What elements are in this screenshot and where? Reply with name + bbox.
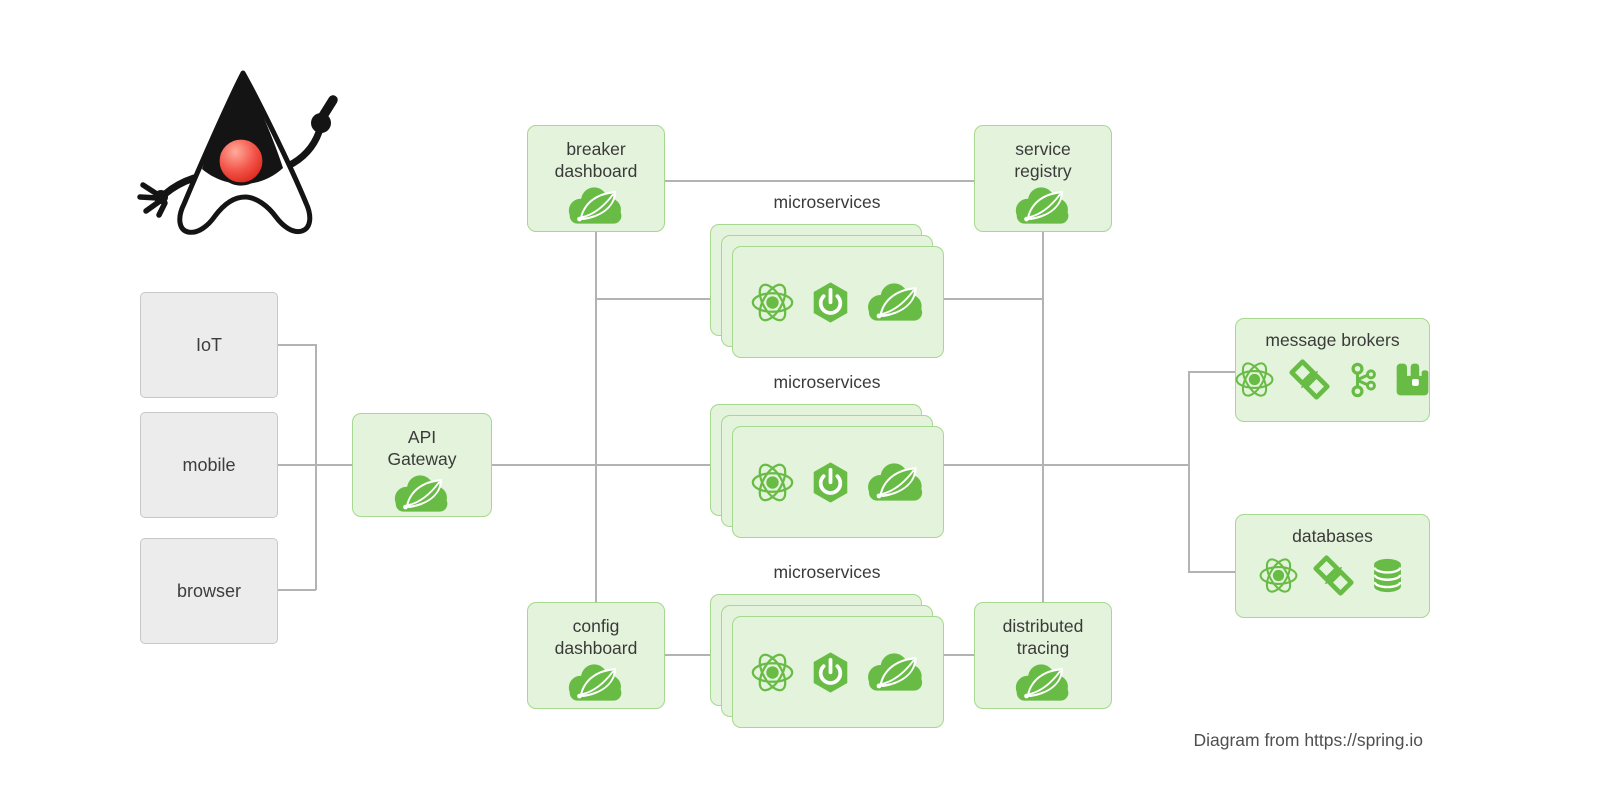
connector-stack3-right: [944, 654, 974, 656]
client-label-browser: browser: [176, 580, 242, 601]
spring-integration-icon: [1288, 358, 1331, 401]
spring-boot-icon: [809, 651, 852, 694]
microservices-label-2: microservices: [773, 372, 881, 392]
service-registry-label-line2: registry: [1014, 160, 1072, 181]
spring-cloud-atom-icon: [750, 460, 795, 505]
message-brokers-box: message brokers: [1235, 318, 1430, 422]
connector-stack2-right: [944, 464, 1189, 466]
client-label-iot: IoT: [195, 334, 222, 355]
breaker-dashboard-label-line1: breaker: [566, 139, 626, 159]
distributed-tracing-label-line2: tracing: [1016, 637, 1070, 658]
database-icon: [1368, 556, 1407, 595]
client-box-mobile: mobile: [140, 412, 278, 518]
databases-box: databases: [1235, 514, 1430, 618]
databases-label: databases: [1292, 526, 1373, 546]
message-brokers-label: message brokers: [1265, 330, 1400, 350]
spring-cloud-atom-icon: [750, 280, 795, 325]
config-dashboard-box: config dashboard: [527, 602, 665, 709]
api-gateway-box: API Gateway: [352, 413, 492, 517]
spring-cloud-leaf-icon: [1014, 663, 1072, 703]
kafka-icon: [1344, 362, 1380, 398]
connector-stack1-right: [944, 298, 1042, 300]
microservices-label-3: microservices: [773, 562, 881, 582]
client-box-browser: browser: [140, 538, 278, 644]
breaker-dashboard-label-line2: dashboard: [554, 160, 638, 181]
spring-cloud-leaf-icon: [567, 663, 625, 703]
spring-cloud-leaf-icon: [567, 186, 625, 226]
distributed-tracing-box: distributed tracing: [974, 602, 1112, 709]
spring-integration-icon: [1312, 554, 1355, 597]
config-dashboard-label-line2: dashboard: [554, 637, 638, 658]
connector-stack1-left: [595, 298, 710, 300]
rabbitmq-icon: [1393, 360, 1432, 399]
connector-databases-stub: [1188, 571, 1235, 573]
spring-cloud-leaf-icon: [866, 282, 926, 323]
connector-gateway-stack2: [492, 464, 732, 466]
connector-mobile-gateway: [278, 464, 352, 466]
spring-cloud-atom-icon: [1234, 359, 1275, 400]
connector-breaker-config-vertical: [595, 232, 597, 602]
service-registry-label-line1: service: [1015, 139, 1071, 159]
connector-brokers-stub: [1188, 371, 1235, 373]
breaker-dashboard-box: breaker dashboard: [527, 125, 665, 232]
spring-boot-icon: [809, 281, 852, 324]
microservice-card-front: [732, 426, 944, 538]
config-dashboard-label-line1: config: [572, 616, 620, 636]
client-label-mobile: mobile: [182, 454, 236, 475]
connector-right-vertical: [1188, 371, 1190, 572]
connector-clients-vertical: [315, 344, 317, 590]
microservice-card-front: [732, 246, 944, 358]
connector-registry-tracing-vertical: [1042, 232, 1044, 602]
microservice-card-front: [732, 616, 944, 728]
connector-breaker-registry: [665, 180, 974, 182]
caption: Diagram from https://spring.io: [1193, 730, 1423, 750]
spring-boot-icon: [809, 461, 852, 504]
connector-stack3-left: [665, 654, 710, 656]
spring-cloud-leaf-icon: [866, 652, 926, 693]
spring-cloud-leaf-icon: [866, 462, 926, 503]
spring-cloud-leaf-icon: [393, 474, 451, 514]
api-gateway-label-line2: Gateway: [387, 448, 457, 469]
connector-iot-stub: [278, 344, 316, 346]
spring-cloud-leaf-icon: [1014, 186, 1072, 226]
java-duke-mascot: [137, 70, 338, 235]
connector-browser-stub: [278, 589, 316, 591]
spring-cloud-atom-icon: [750, 650, 795, 695]
api-gateway-label-line1: API: [407, 427, 437, 447]
spring-cloud-atom-icon: [1258, 555, 1299, 596]
client-box-iot: IoT: [140, 292, 278, 398]
microservices-label-1: microservices: [773, 192, 881, 212]
service-registry-box: service registry: [974, 125, 1112, 232]
distributed-tracing-label-line1: distributed: [1002, 616, 1084, 636]
